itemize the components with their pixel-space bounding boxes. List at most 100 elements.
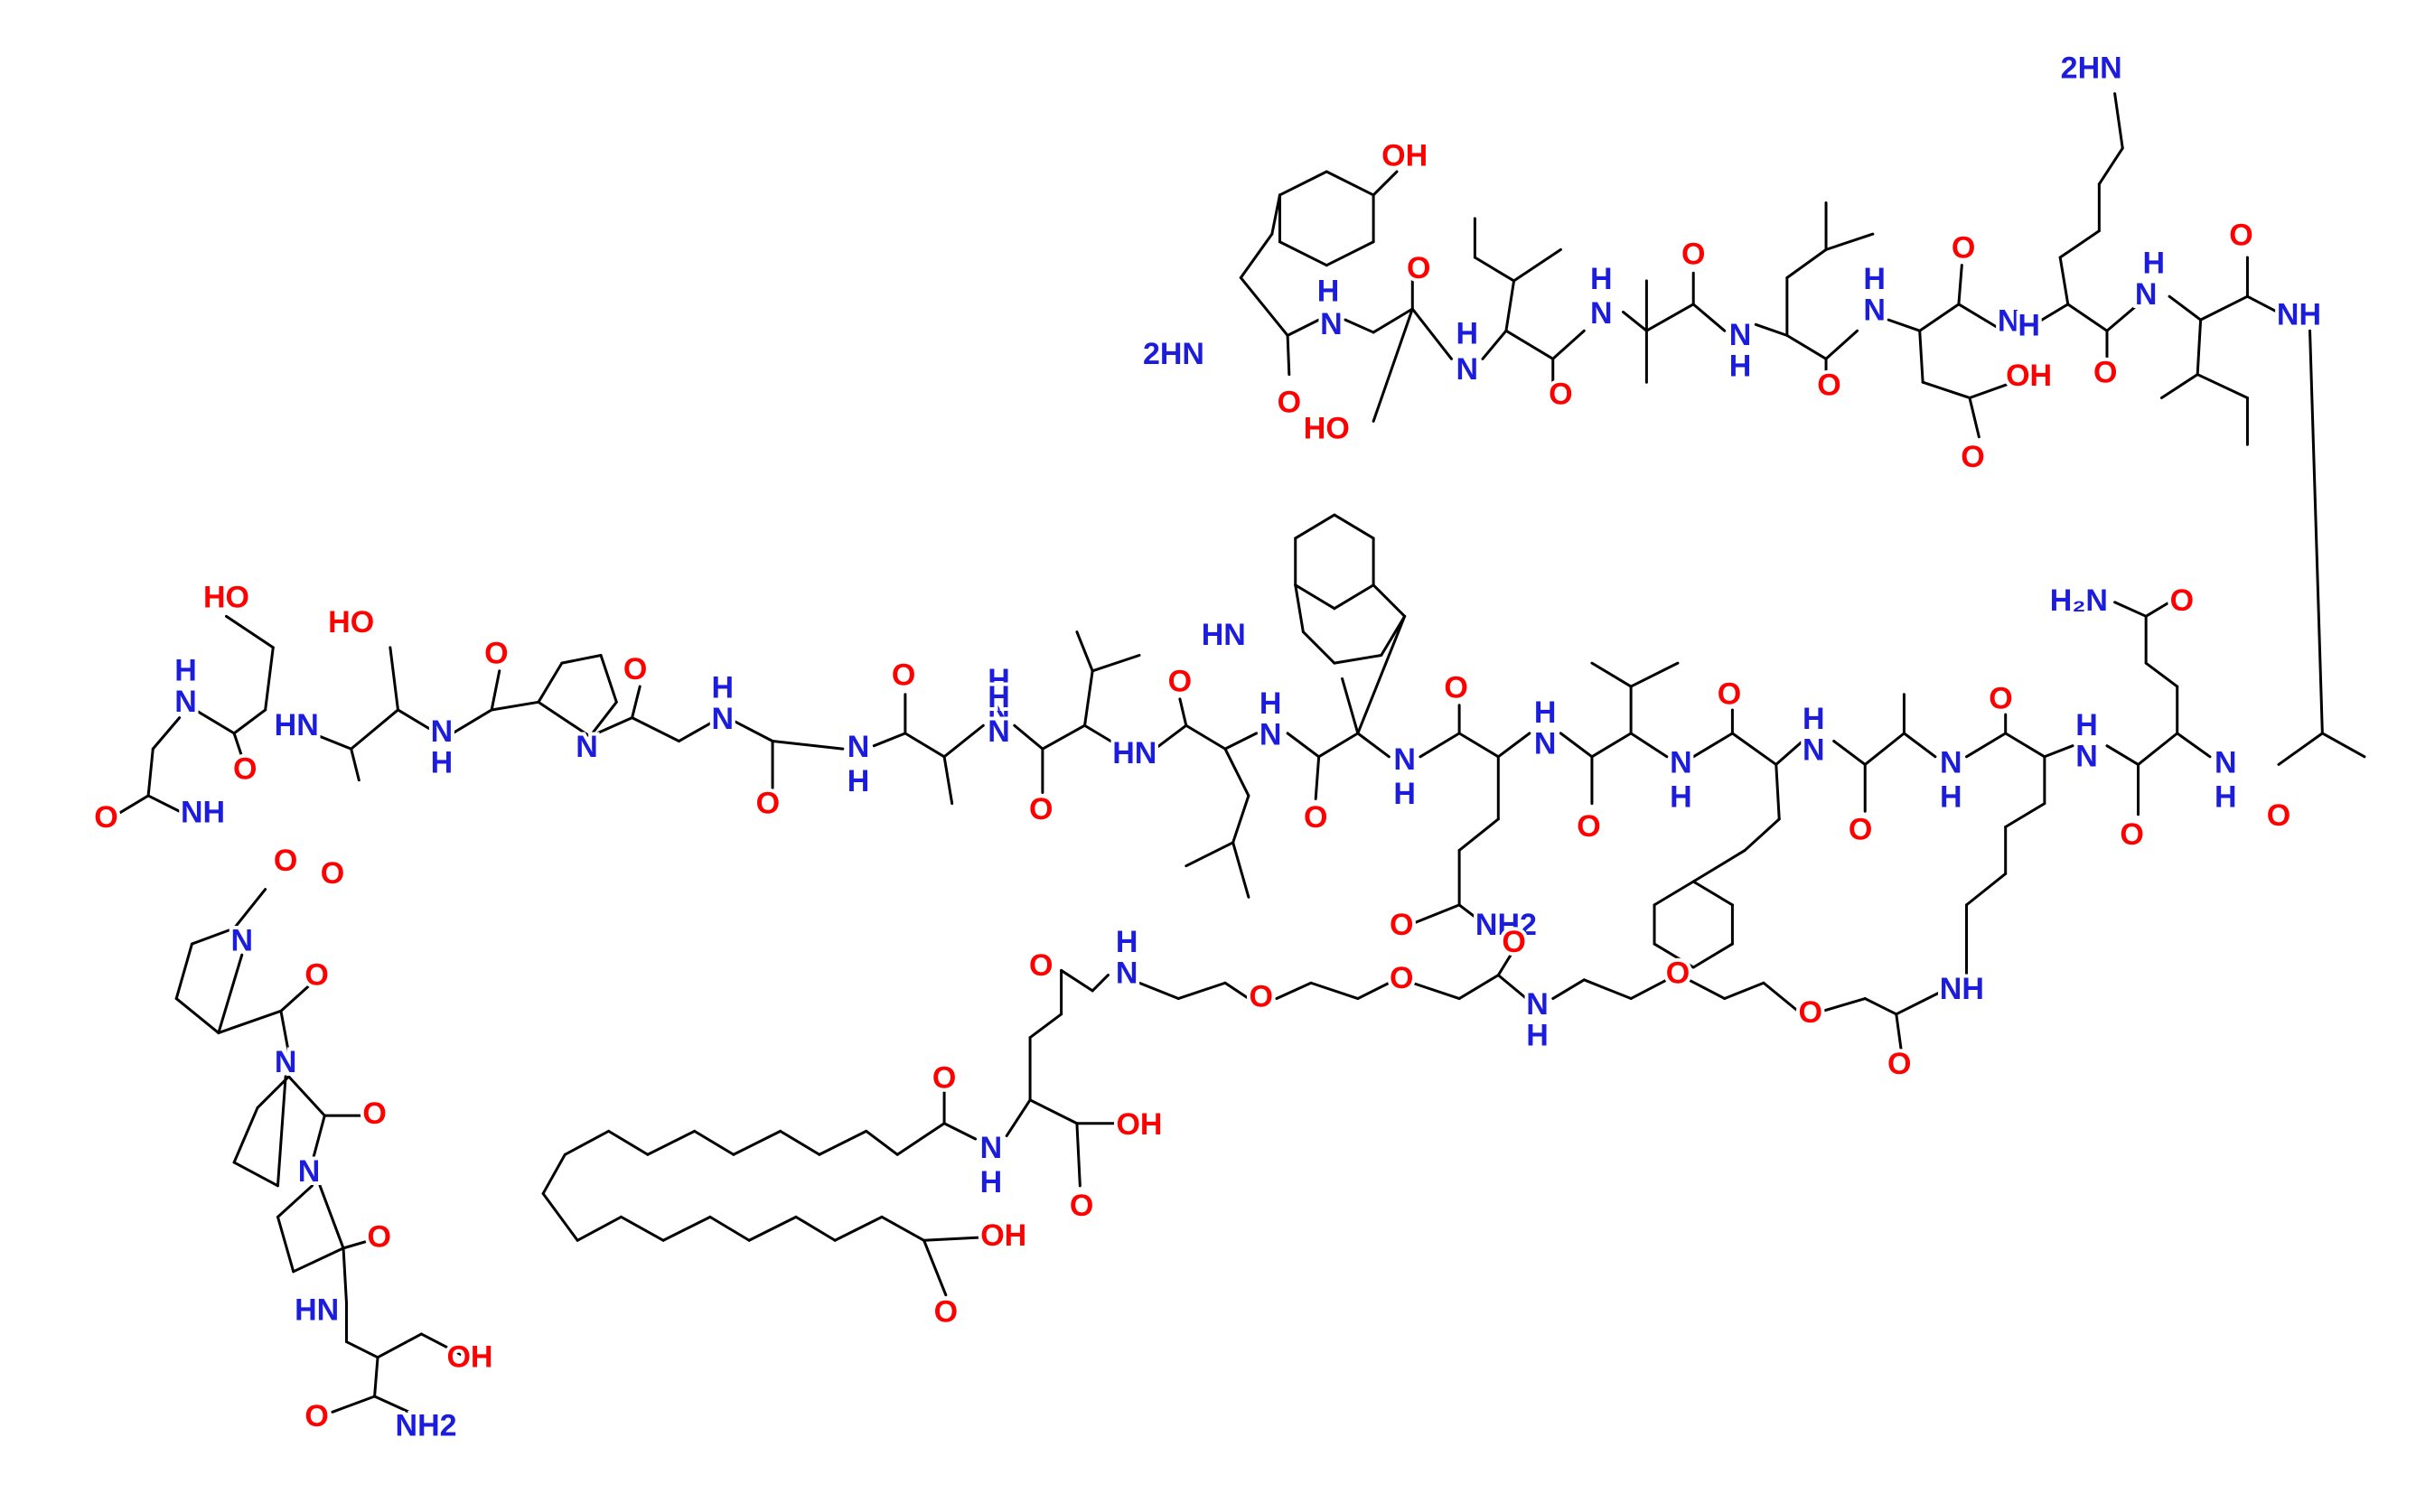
- bond-161: [2176, 732, 2212, 759]
- bond-177: [1356, 614, 1407, 735]
- bond-48: [1504, 279, 1516, 332]
- bond-46: [2097, 146, 2124, 186]
- atom-label-o-ile1b: O: [1549, 378, 1572, 412]
- atom-label-o-gln2: O: [2120, 817, 2143, 852]
- bond-218: [1275, 981, 1313, 1001]
- bond-165: [2144, 601, 2171, 618]
- atom-label-o-peg1: O: [1250, 980, 1273, 1014]
- atom-label-n-lys1: N: [1998, 304, 2020, 339]
- bond-124: [1496, 732, 1531, 759]
- bond-209: [419, 1332, 463, 1356]
- bond-204: [342, 1238, 371, 1250]
- atom-label-o-ser3: O: [484, 636, 508, 670]
- atom-label-h-leu1: H: [1729, 350, 1752, 384]
- bond-191: [279, 981, 314, 1013]
- atom-label-o-link-co2: O: [1887, 1047, 1911, 1081]
- atom-label-o-ala1: O: [892, 658, 915, 693]
- bond-214: [1091, 974, 1110, 993]
- bond-208: [376, 1332, 423, 1359]
- atom-label-o-gly2: O: [756, 786, 780, 820]
- atom-label-h-leu2: H: [1260, 686, 1282, 721]
- atom-label-nh2-gln1: NH2: [1475, 908, 1537, 942]
- atom-label-oh-asp: OH: [2006, 359, 2052, 393]
- bond-168: [1294, 583, 1336, 611]
- bond-248: [732, 1129, 782, 1156]
- bond-40: [1278, 240, 1328, 267]
- bond-87: [588, 700, 618, 738]
- bond-14: [1691, 303, 1727, 332]
- bond-7: [1481, 329, 1508, 360]
- bond-187: [174, 942, 193, 1001]
- bond-181: [1691, 942, 1734, 969]
- atom-label-o-pro1: O: [623, 652, 647, 686]
- bond-166: [1294, 513, 1336, 540]
- atom-label-h-gln1: H: [1534, 695, 1557, 730]
- bond-205: [342, 1246, 348, 1304]
- bond-210: [373, 1356, 379, 1398]
- atom-label-o-pro4: O: [368, 1220, 391, 1255]
- atom-label-o-gln1-side: O: [1390, 908, 1413, 942]
- bond-172: [1372, 583, 1407, 618]
- bond-44: [2058, 229, 2101, 259]
- bond-98: [904, 732, 946, 759]
- bond-2: [1286, 318, 1321, 337]
- bond-39: [1325, 240, 1375, 267]
- bond-225: [1551, 978, 1586, 1001]
- atom-label-h-ala1: H: [988, 680, 1010, 714]
- atom-label-o-pro2: O: [304, 957, 328, 992]
- atom-label-h-asp: H: [1863, 262, 1886, 296]
- bond-23: [2027, 303, 2070, 330]
- atom-label-oh-fa: OH: [980, 1218, 1026, 1253]
- bond-118: [1317, 732, 1360, 759]
- bond-136: [1629, 732, 1669, 759]
- bond-202: [292, 1246, 345, 1274]
- bond-159: [2137, 732, 2179, 766]
- bond-15: [1754, 322, 1789, 337]
- atom-label-h-glu: H: [980, 1165, 1003, 1199]
- bond-175: [1301, 630, 1336, 665]
- bond-215: [1138, 981, 1180, 1001]
- bond-193: [256, 1075, 291, 1109]
- atom-label-hn-trp: HN: [1202, 618, 1246, 652]
- bond-137: [1691, 732, 1734, 759]
- atom-label-h-gly1: H: [712, 670, 735, 705]
- bond-71: [193, 708, 236, 735]
- bond-252: [563, 1129, 611, 1156]
- bond-26: [2105, 303, 2140, 332]
- bond-34: [1239, 232, 1274, 279]
- bond-140: [1775, 762, 1781, 821]
- atom-label-o-ser2: O: [233, 751, 257, 786]
- bond-60: [2196, 318, 2203, 377]
- bond-89: [588, 716, 634, 738]
- bond-61: [2159, 373, 2199, 399]
- bond-164: [2113, 601, 2148, 618]
- atom-label-n-ile2: N: [2135, 277, 2158, 312]
- bond-16: [1785, 333, 1828, 360]
- bond-142: [1775, 740, 1804, 766]
- bond-179: [1691, 880, 1734, 907]
- bond-263: [922, 1238, 948, 1297]
- atom-label-o-gln1: O: [1444, 670, 1467, 705]
- bond-203: [318, 1184, 345, 1250]
- bond-86: [599, 654, 618, 704]
- atom-label-nh-ile2: NH: [2277, 298, 2321, 332]
- bond-227: [1629, 978, 1669, 1001]
- bond-139: [1730, 732, 1778, 766]
- atom-label-n-val: N: [1670, 745, 1692, 779]
- bond-68: [264, 646, 275, 712]
- atom-label-o-tyr: O: [1278, 385, 1301, 419]
- atom-label-hn-ser4: HN: [295, 1293, 339, 1328]
- bond-219: [1309, 981, 1360, 1001]
- atom-label-o-leu2: O: [1168, 665, 1192, 699]
- bond-169: [1333, 583, 1375, 611]
- atom-label-h-val: H: [1670, 779, 1692, 814]
- bond-51: [1512, 247, 1562, 283]
- bond-75: [146, 794, 182, 813]
- atom-label-h-aib: H: [1590, 262, 1613, 296]
- atom-label-n-gln2: N: [2215, 745, 2237, 779]
- bond-262: [880, 1215, 926, 1242]
- bond-53: [1785, 247, 1828, 279]
- bond-228: [1687, 978, 1727, 1001]
- atom-label-o-ala-g: O: [274, 844, 297, 878]
- bond-78: [350, 708, 399, 751]
